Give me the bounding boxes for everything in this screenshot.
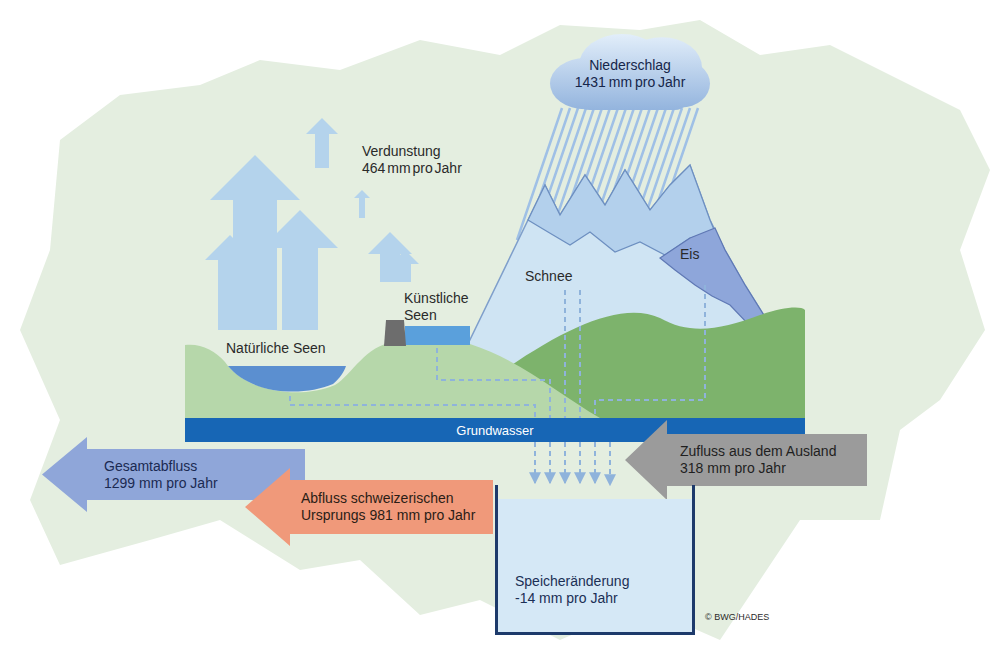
illustration-part	[354, 190, 370, 218]
seepage-connector	[609, 442, 611, 485]
switzerland-outline	[20, 20, 990, 640]
natural-lake	[228, 366, 346, 392]
map-label: © BWG/HADES	[705, 612, 769, 623]
inflow-arrow: Zufluss aus dem Ausland 318 mm pro Jahr	[625, 420, 867, 500]
node-shape	[495, 485, 695, 635]
illustration-part	[594, 442, 596, 483]
node-text: Speicheränderung -14 mm pro Jahr	[515, 573, 645, 607]
map-label: Künstliche Seen	[404, 290, 476, 324]
illustration-part	[595, 285, 705, 420]
tank-water	[497, 499, 693, 633]
illustration-part	[205, 235, 255, 330]
artificial-lake	[405, 326, 470, 345]
swiss-outflow-arrow: Abfluss schweizerischen Ursprungs 981 mm…	[245, 468, 493, 546]
node-text: Grundwasser	[456, 422, 533, 439]
node-text: Niederschlag 1431 mm pro Jahr	[573, 57, 687, 91]
illustration-part	[579, 290, 581, 420]
tank-walls	[497, 485, 694, 634]
arrow-shape	[625, 420, 867, 500]
map-label: Eis	[680, 246, 699, 263]
glacier-ice	[660, 228, 770, 325]
node-text: Zufluss aus dem Ausland 318 mm pro Jahr	[680, 443, 845, 477]
illustration-part	[262, 210, 338, 330]
arrow-shape	[245, 468, 493, 546]
storage-tank: Speicheränderung -14 mm pro Jahr	[495, 485, 695, 635]
map-label: Schnee	[525, 268, 572, 285]
illustration-part	[290, 396, 535, 420]
seepage-arrows	[535, 442, 595, 483]
illustration-part	[564, 290, 566, 420]
illustration-part	[437, 348, 550, 420]
illustration-part	[564, 442, 566, 483]
illustration-part	[534, 442, 536, 483]
node-text: Gesamtabfluss 1299 mm pro Jahr	[104, 458, 229, 492]
precipitation-cloud: Niederschlag 1431 mm pro Jahr	[550, 34, 710, 114]
node-text: Abfluss schweizerischen Ursprungs 981 mm…	[301, 490, 481, 524]
cloud-body	[550, 34, 710, 110]
illustration-part	[579, 442, 581, 483]
illustration-part	[391, 250, 419, 282]
map-label: Verdunstung 464 mm pro Jahr	[362, 143, 464, 177]
map-label: Natürliche Seen	[226, 340, 326, 357]
illustration-part	[306, 118, 338, 168]
illustration-part	[549, 442, 551, 483]
dam	[384, 320, 406, 346]
seepage-lines	[290, 285, 705, 420]
